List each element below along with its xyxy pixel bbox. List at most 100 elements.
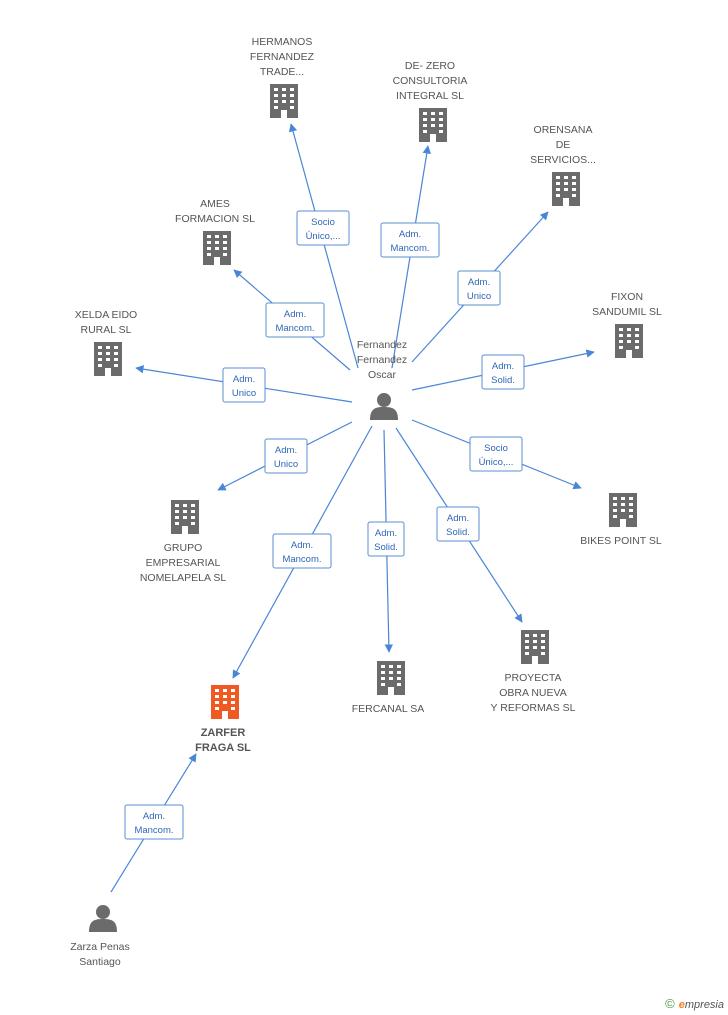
company-node-bikes[interactable]: BIKES POINT SL — [580, 493, 662, 547]
node-label-line: DE- ZERO — [405, 60, 455, 72]
relation-label-line: Adm. — [375, 528, 397, 539]
node-label-line: EMPRESARIAL — [146, 557, 221, 569]
node-label-line: CONSULTORIA — [393, 75, 468, 87]
relation-label-line: Solid. — [491, 375, 515, 386]
company-node-fercanal[interactable]: FERCANAL SA — [352, 661, 425, 715]
node-label-line: PROYECTA — [505, 672, 562, 684]
relation-label-line: Socio — [484, 443, 508, 454]
relation-label-line: Adm. — [275, 445, 297, 456]
brand-initial: e — [678, 999, 685, 1011]
relation-label-bikes[interactable]: SocioÚnico,... — [469, 436, 523, 472]
building-icon — [377, 661, 405, 695]
building-icon — [521, 630, 549, 664]
nodes-layer: HERMANOS FERNANDEZ TRADE... DE- ZERO CONSULT… — [70, 36, 662, 968]
relation-label-fercanal[interactable]: Adm. Solid. — [367, 521, 405, 557]
relation-label-line: Mancom. — [390, 243, 429, 254]
relation-label-line: Adm. — [468, 277, 490, 288]
node-label-line: Fernandez — [357, 339, 407, 351]
company-node-zarfer[interactable]: ZARFER FRAGA SL — [195, 685, 251, 754]
node-label-line: AMES — [200, 198, 230, 210]
relation-label-zarfer[interactable]: Adm. Mancom. — [124, 804, 184, 840]
relation-label-ames[interactable]: Adm. Mancom. — [265, 302, 325, 338]
building-icon — [270, 84, 298, 118]
relation-label-line: Adm. — [291, 540, 313, 551]
building-icon — [171, 500, 199, 534]
node-label-line: Fernandez — [357, 354, 407, 366]
relation-label-fixon[interactable]: Adm. Solid. — [481, 354, 525, 390]
relation-label-line: Unico — [274, 459, 298, 470]
node-label-line: ZARFER — [201, 727, 246, 739]
relation-label-dezero[interactable]: Adm. Mancom. — [380, 222, 440, 258]
building-icon — [609, 493, 637, 527]
company-node-ames[interactable]: AMES FORMACION SL — [175, 198, 255, 265]
relation-label-proyecta[interactable]: Adm. Solid. — [436, 506, 480, 542]
relation-label-xelda[interactable]: Adm. Unico — [222, 367, 266, 403]
building-icon — [552, 172, 580, 206]
node-label-line: SERVICIOS... — [530, 154, 596, 166]
node-label-line: Oscar — [368, 369, 397, 381]
relation-label-orensana[interactable]: Adm. Unico — [457, 270, 501, 306]
relation-label-grupo[interactable]: Adm. Unico — [264, 438, 308, 474]
relation-label-line: Mancom. — [134, 825, 173, 836]
relation-label-zarfer[interactable]: Adm. Mancom. — [272, 533, 332, 569]
person-icon — [370, 393, 398, 420]
node-label-line: Zarza Penas — [70, 941, 130, 953]
company-node-orensana[interactable]: ORENSANA DE SERVICIOS... — [530, 124, 596, 206]
node-label-line: GRUPO — [164, 542, 203, 554]
node-label-line: Santiago — [79, 956, 121, 968]
node-label-line: FRAGA SL — [195, 742, 251, 754]
company-node-xelda[interactable]: XELDA EIDO RURAL SL — [75, 309, 137, 376]
company-node-proyecta[interactable]: PROYECTA OBRA NUEVA Y REFORMAS SL — [491, 630, 576, 714]
node-label-line: FERCANAL SA — [352, 703, 425, 715]
relation-label-line: Único,... — [479, 457, 514, 468]
relation-label-hermanos[interactable]: SocioÚnico,... — [296, 210, 350, 246]
relation-label-line: Mancom. — [275, 323, 314, 334]
relation-label-line: Adm. — [284, 309, 306, 320]
company-node-fixon[interactable]: FIXON SANDUMIL SL — [592, 291, 662, 358]
node-label-line: ORENSANA — [534, 124, 593, 136]
relation-label-line: Adm. — [399, 229, 421, 240]
node-label-line: FIXON — [611, 291, 643, 303]
relation-label-line: Socio — [311, 217, 335, 228]
person-icon — [89, 905, 117, 932]
relation-label-line: Adm. — [492, 361, 514, 372]
brand-name: mpresia — [684, 999, 724, 1011]
node-label-line: RURAL SL — [81, 324, 132, 336]
node-label-line: SANDUMIL SL — [592, 306, 662, 318]
node-label-line: XELDA EIDO — [75, 309, 137, 321]
relation-label-line: Único,... — [306, 231, 341, 242]
relation-label-line: Solid. — [446, 527, 470, 538]
empresia-watermark: ©empresia — [665, 996, 724, 1011]
building-icon — [419, 108, 447, 142]
relation-labels-layer: SocioÚnico,...Adm.Mancom.Adm.UnicoAdm.Ma… — [124, 210, 525, 840]
node-label-line: TRADE... — [260, 66, 304, 78]
relation-label-line: Mancom. — [282, 554, 321, 565]
relation-label-line: Unico — [232, 388, 256, 399]
relation-label-line: Adm. — [143, 811, 165, 822]
node-label-line: FERNANDEZ — [250, 51, 315, 63]
edge-oscar-to-hermanos — [288, 123, 359, 369]
node-label-line: BIKES POINT SL — [580, 535, 662, 547]
building-icon — [615, 324, 643, 358]
copyright-symbol: © — [665, 996, 675, 1011]
node-label-line: FORMACION SL — [175, 213, 255, 225]
company-node-dezero[interactable]: DE- ZERO CONSULTORIA INTEGRAL SL — [393, 60, 468, 142]
node-label-line: DE — [556, 139, 571, 151]
node-label-line: OBRA NUEVA — [499, 687, 567, 699]
building-icon — [211, 685, 239, 719]
company-node-grupo[interactable]: GRUPO EMPRESARIAL NOMELAPELA SL — [140, 500, 227, 584]
building-icon — [203, 231, 231, 265]
relation-label-line: Solid. — [374, 542, 398, 553]
relation-label-line: Adm. — [447, 513, 469, 524]
node-label-line: HERMANOS — [252, 36, 313, 48]
relation-label-line: Unico — [467, 291, 491, 302]
relation-label-line: Adm. — [233, 374, 255, 385]
node-label-line: NOMELAPELA SL — [140, 572, 227, 584]
building-icon — [94, 342, 122, 376]
node-label-line: Y REFORMAS SL — [491, 702, 576, 714]
node-label-line: INTEGRAL SL — [396, 90, 464, 102]
company-node-hermanos[interactable]: HERMANOS FERNANDEZ TRADE... — [250, 36, 315, 118]
